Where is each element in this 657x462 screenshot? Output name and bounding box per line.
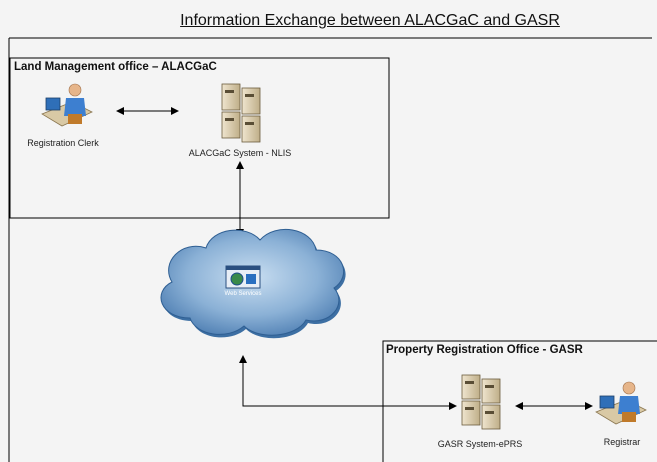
alacgac-server-icon bbox=[221, 83, 261, 143]
diagram-title: Information Exchange between ALACGaC and… bbox=[180, 12, 560, 29]
alacgac-office-label: Land Management office – ALACGaC bbox=[14, 61, 217, 73]
web-services-label: Web Services bbox=[224, 291, 262, 297]
registration-clerk-icon bbox=[41, 83, 93, 127]
gasr-server-icon bbox=[461, 374, 501, 430]
alacgac-system-label: ALACGaC System - NLIS bbox=[188, 148, 292, 158]
registration-clerk-label: Registration Clerk bbox=[27, 138, 99, 148]
alacgac-office-box bbox=[9, 57, 390, 219]
gasr-office-label: Property Registration Office - GASR bbox=[386, 344, 583, 356]
web-service-icon bbox=[225, 265, 261, 289]
registrar-icon bbox=[595, 381, 647, 425]
cloud-eprs-connector bbox=[239, 355, 457, 410]
gasr-system-label: GASR System-ePRS bbox=[437, 439, 523, 449]
registrar-label: Registrar bbox=[603, 437, 641, 447]
